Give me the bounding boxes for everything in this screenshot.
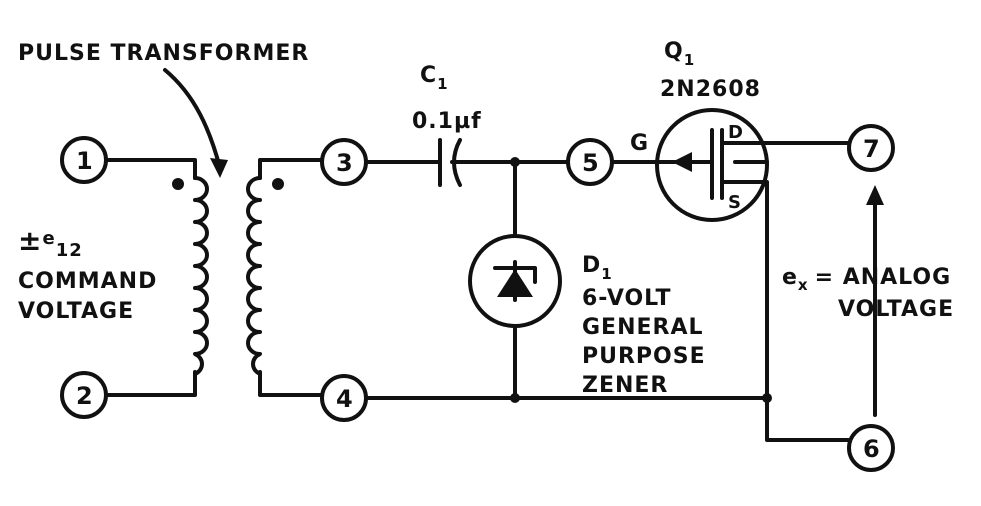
transistor-gate-label: G — [630, 131, 649, 156]
zener-diode-bar — [493, 266, 537, 284]
capacitor-value: 0.1µf — [412, 109, 482, 134]
transistor-source-label: S — [728, 192, 742, 213]
analog-voltage-line-2: VOLTAGE — [838, 297, 954, 322]
primary-polarity-dot — [172, 178, 184, 190]
node-2: 2 — [60, 371, 108, 419]
node-3: 3 — [320, 138, 368, 186]
transistor-label: Q1 — [664, 39, 695, 69]
node-7: 7 — [847, 124, 895, 172]
gate-arrowhead — [672, 152, 692, 172]
analog-voltage-symbol: ex= ANALOG — [782, 265, 951, 294]
transformer-arrowhead — [210, 158, 228, 178]
transformer-arrow — [163, 68, 222, 170]
transistor-gate-bar — [690, 128, 714, 200]
svg-text:2: 2 — [76, 382, 93, 410]
analog-voltage-arrowhead — [866, 185, 884, 205]
svg-text:5: 5 — [582, 149, 599, 177]
source-wire — [765, 396, 850, 442]
transistor-part: 2N2608 — [660, 77, 761, 102]
zener-line-3: PURPOSE — [582, 344, 706, 369]
zener-diode-circle — [468, 234, 562, 328]
svg-text:7: 7 — [863, 135, 880, 163]
primary-winding — [103, 158, 209, 397]
svg-text:6: 6 — [863, 435, 880, 463]
transistor-source-lead — [720, 180, 769, 400]
zener-line-1: 6-VOLT — [582, 286, 672, 311]
transistor-circle — [655, 108, 769, 222]
zener-line-4: ZENER — [582, 373, 668, 398]
node-4: 4 — [320, 374, 368, 422]
secondary-winding — [246, 158, 324, 397]
node-6: 6 — [847, 424, 895, 472]
node-1: 1 — [60, 136, 108, 184]
junction-dot-zener-top — [510, 157, 520, 167]
svg-text:4: 4 — [336, 385, 353, 413]
command-voltage-line-2: VOLTAGE — [18, 299, 134, 324]
zener-label: D1 — [582, 253, 613, 283]
transistor-drain-label: D — [728, 122, 744, 143]
svg-text:1: 1 — [76, 147, 93, 175]
node-5: 5 — [566, 138, 614, 186]
zener-line-2: GENERAL — [582, 315, 704, 340]
svg-text:3: 3 — [336, 149, 353, 177]
secondary-polarity-dot — [272, 178, 284, 190]
command-voltage-line-1: COMMAND — [18, 269, 157, 294]
command-voltage-symbol: ±e12 — [18, 224, 83, 261]
transformer-label: PULSE TRANSFORMER — [18, 41, 309, 66]
junction-dot-zener-bottom — [510, 393, 520, 403]
capacitor-label: C1 — [420, 63, 449, 93]
